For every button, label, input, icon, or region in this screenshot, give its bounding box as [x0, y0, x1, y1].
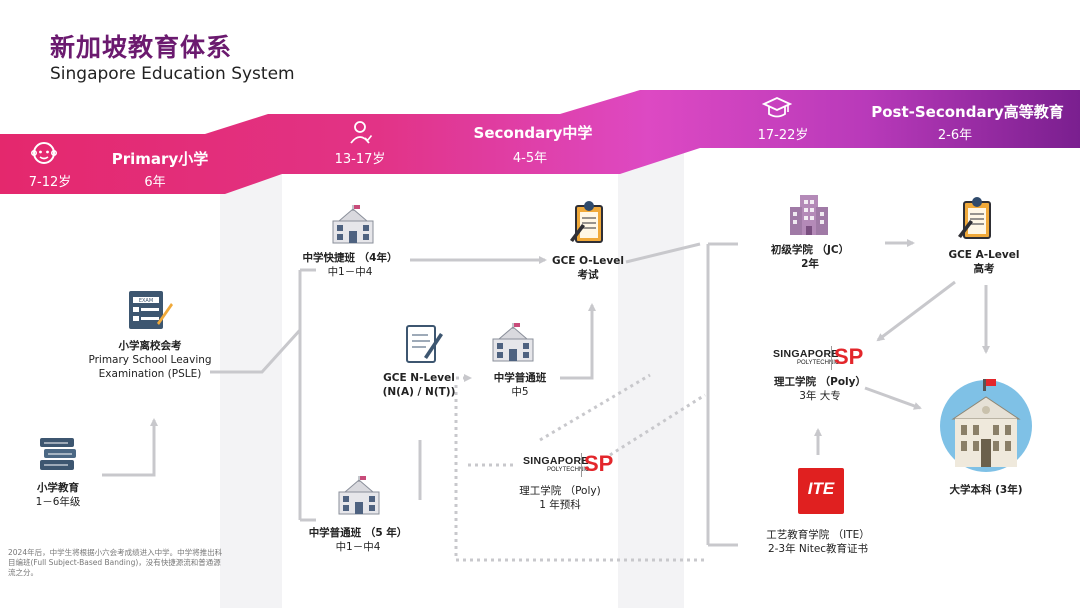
clipboard-exam-icon — [956, 194, 996, 246]
column-stripe — [220, 170, 282, 608]
ite-logo: ITE — [798, 468, 844, 514]
primary-stage-label: Primary小学 — [111, 150, 209, 168]
college-building-icon — [788, 193, 830, 241]
stage-band — [0, 90, 1080, 194]
a-level-label: GCE A-Level 高考 — [948, 249, 1020, 275]
baby-icon — [30, 139, 58, 171]
student-icon — [349, 119, 373, 149]
post-secondary-years: 2-6年 — [937, 128, 973, 143]
university-building-icon — [939, 379, 1033, 477]
junior-college-label: 初级学院 （JC） 2年 — [770, 244, 850, 270]
poly-diploma-label: 理工学院 （Poly） 3年 大专 — [773, 376, 866, 402]
primary-years: 6年 — [144, 175, 166, 190]
exam-paper-pen-icon — [404, 323, 444, 371]
university-label: 大学本科 (3年) — [949, 484, 1023, 496]
n-level-label: GCE N-Level (N(A) / N(T)) — [382, 372, 456, 398]
normal-stream-label: 中学普通班 （5 年） 中1－中4 — [308, 527, 408, 553]
secondary-stage-label: Secondary中学 — [473, 124, 593, 142]
poly-foundation-label: 理工学院 （Poly) 1 年预科 — [519, 485, 601, 511]
secondary-years: 4-5年 — [512, 151, 548, 166]
school-building-icon — [331, 205, 375, 249]
column-stripe — [618, 130, 684, 608]
psle-label: 小学离校会考 Primary School Leaving Examinatio… — [88, 340, 212, 380]
exam-sheet-icon: EXAM — [127, 289, 173, 335]
ite-label: 工艺教育学院 （ITE） 2-3年 Nitec教育证书 — [766, 529, 870, 555]
primary-ages: 7-12岁 — [28, 175, 72, 190]
normal-sec5-label: 中学普通班 中5 — [493, 372, 547, 398]
school-building-icon — [491, 323, 535, 367]
singapore-polytechnic-logo: SINGAPORE POLYTECHNIC SP — [523, 451, 614, 477]
school-building-icon — [337, 476, 381, 520]
svg-text:EXAM: EXAM — [139, 298, 153, 304]
page-title: 新加坡教育体系 — [50, 33, 233, 62]
post-secondary-ages: 17-22岁 — [757, 128, 809, 143]
post-secondary-stage-label: Post-Secondary高等教育 — [871, 103, 1064, 121]
page-subtitle: Singapore Education System — [50, 64, 295, 84]
o-level-label: GCE O-Level 考试 — [551, 255, 624, 281]
clipboard-exam-icon — [568, 198, 608, 250]
primary-education-label: 小学教育 1－6年级 — [35, 482, 81, 508]
graduation-cap-icon — [761, 95, 793, 125]
secondary-ages: 13-17岁 — [334, 152, 386, 167]
express-stream-label: 中学快捷班 （4年） 中1－中4 — [302, 252, 398, 278]
singapore-polytechnic-logo: SINGAPORE POLYTECHNIC SP — [773, 344, 864, 370]
books-icon — [38, 436, 78, 478]
footnote: 2024年后，中学生将根据小六会考成绩进入中学。中学将推出科目编班(Full S… — [8, 548, 223, 577]
